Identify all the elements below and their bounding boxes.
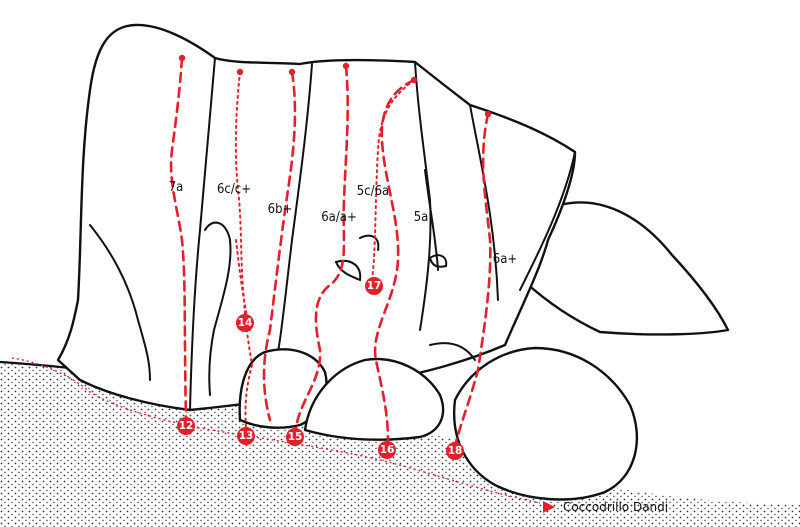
grade-6b: 6b+ [268, 202, 293, 217]
grade-6a-a: 6a/a+ [321, 210, 357, 225]
route-anchor-5 [410, 76, 418, 84]
right-back-boulder [523, 201, 730, 336]
marker-14: 14 [236, 314, 254, 332]
route-anchor-1 [178, 54, 186, 62]
route-anchor-3 [288, 68, 296, 76]
svg-text:14: 14 [238, 317, 253, 329]
route-16-line [373, 78, 416, 444]
grade-5c: 5c/6a [357, 184, 389, 199]
routes [169, 56, 492, 444]
svg-text:13: 13 [239, 430, 254, 442]
main-boulder [56, 23, 577, 412]
route-18-line [454, 112, 492, 444]
svg-text:16: 16 [380, 444, 395, 456]
grade-5a: 5a [414, 210, 429, 225]
svg-text:15: 15 [288, 431, 303, 443]
marker-16: 16 [378, 441, 396, 459]
route-15-line [262, 70, 297, 422]
svg-text:12: 12 [179, 420, 194, 432]
grade-7a: 7a [169, 180, 184, 195]
route-anchors [178, 54, 492, 118]
route-15b-line [294, 64, 350, 430]
grade-6a-plus: 6a+ [493, 252, 517, 267]
route-markers: 12 13 14 15 16 17 18 [177, 277, 464, 460]
route-12-line [169, 56, 188, 420]
marker-17: 17 [365, 277, 383, 295]
route-13-line [234, 71, 254, 429]
grade-6c: 6c/c+ [217, 182, 251, 197]
approach-label: Coccodrillo Dandi [563, 500, 668, 514]
lower-boulder-left [238, 348, 328, 429]
route-anchor-4 [342, 62, 350, 70]
marker-13: 13 [237, 427, 255, 445]
right-front-boulder [452, 346, 638, 501]
marker-15: 15 [286, 428, 304, 446]
route-anchor-2 [236, 68, 244, 76]
route-grades: 7a 6c/c+ 6b+ 6a/a+ 5c/6a 5a 6a+ [169, 180, 518, 267]
marker-12: 12 [177, 417, 195, 435]
approach-path: Coccodrillo Dandi [11, 357, 668, 514]
lower-boulder-middle [303, 357, 445, 441]
route-anchor-6 [484, 110, 492, 118]
marker-18: 18 [446, 442, 464, 460]
route-17-line [371, 79, 415, 281]
svg-text:18: 18 [448, 445, 463, 457]
svg-text:17: 17 [367, 280, 382, 292]
